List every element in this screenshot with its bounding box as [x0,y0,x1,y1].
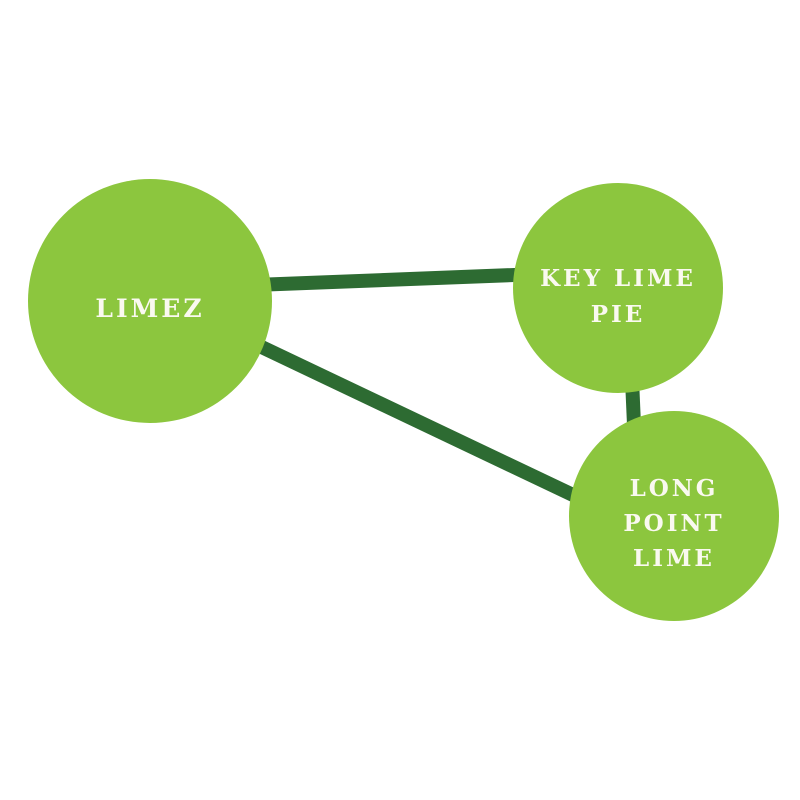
node-long-point-lime-circle [569,411,779,621]
node-key-lime-pie: KEY LIME PIE [513,183,723,393]
node-limez-label: LIMEZ [95,294,204,323]
node-long-point-lime-label-line3: LIME [633,545,715,572]
node-long-point-lime-label-line2: POINT [623,510,724,537]
node-long-point-lime: LONG POINT LIME [569,411,779,621]
node-key-lime-pie-label-line1: KEY LIME [540,265,696,292]
node-limez: LIMEZ [28,179,272,423]
node-limez-circle [28,179,272,423]
node-key-lime-pie-circle [513,183,723,393]
node-key-lime-pie-label-line2: PIE [591,301,646,328]
node-long-point-lime-label-line1: LONG [630,475,719,502]
